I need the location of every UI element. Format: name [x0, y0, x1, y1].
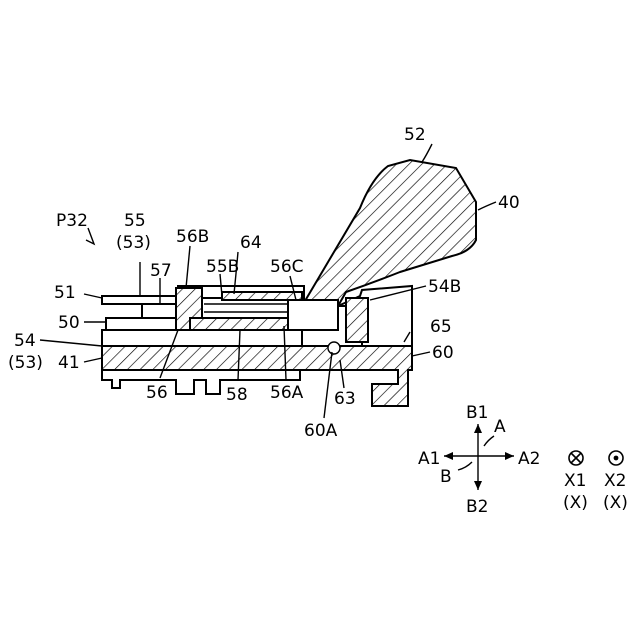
block-part-57 — [142, 304, 176, 318]
legend-A1: A1 — [418, 449, 440, 469]
label-51: 51 — [54, 283, 76, 303]
label-55B: 55B — [206, 257, 239, 277]
legend-B1: B1 — [466, 403, 488, 423]
legend-A2: A2 — [518, 449, 540, 469]
wedge-part-54B — [346, 298, 368, 342]
label-40: 40 — [498, 193, 520, 213]
layer-part-58 — [190, 318, 290, 330]
label-56B: 56B — [176, 227, 209, 247]
label-60A: 60A — [304, 421, 338, 441]
legend-A: A — [494, 417, 506, 437]
legend-X1: X1 — [564, 471, 586, 491]
label-56: 56 — [146, 383, 168, 403]
out-of-page-icon — [609, 451, 623, 465]
label-56A: 56A — [270, 383, 304, 403]
legend-B: B — [440, 467, 452, 487]
label-54B: 54B — [428, 277, 461, 297]
label-53a: (53) — [116, 233, 151, 253]
plate-part-51 — [102, 296, 178, 304]
label-63: 63 — [334, 389, 356, 409]
label-50: 50 — [58, 313, 80, 333]
layer-part-54 — [102, 330, 302, 346]
label-41: 41 — [58, 353, 80, 373]
frame-part-56C — [288, 300, 338, 330]
label-55: 55 — [124, 211, 146, 231]
label-P32: P32 — [56, 211, 88, 231]
label-60: 60 — [432, 343, 454, 363]
legend-X2-sub: (X) — [603, 493, 628, 513]
label-52: 52 — [404, 125, 426, 145]
label-53b: (53) — [8, 353, 43, 373]
label-65: 65 — [430, 317, 452, 337]
label-57: 57 — [150, 261, 172, 281]
label-54: 54 — [14, 331, 36, 351]
legend-X1-sub: (X) — [563, 493, 588, 513]
label-58: 58 — [226, 385, 248, 405]
label-56C: 56C — [270, 257, 304, 277]
direction-legend: B1 A A1 A2 B B2 X1 (X) X2 (X) — [418, 403, 628, 517]
label-64: 64 — [240, 233, 262, 253]
hole-60A — [328, 342, 340, 354]
into-page-icon — [569, 451, 583, 465]
legend-B2: B2 — [466, 497, 488, 517]
legend-X2: X2 — [604, 471, 626, 491]
